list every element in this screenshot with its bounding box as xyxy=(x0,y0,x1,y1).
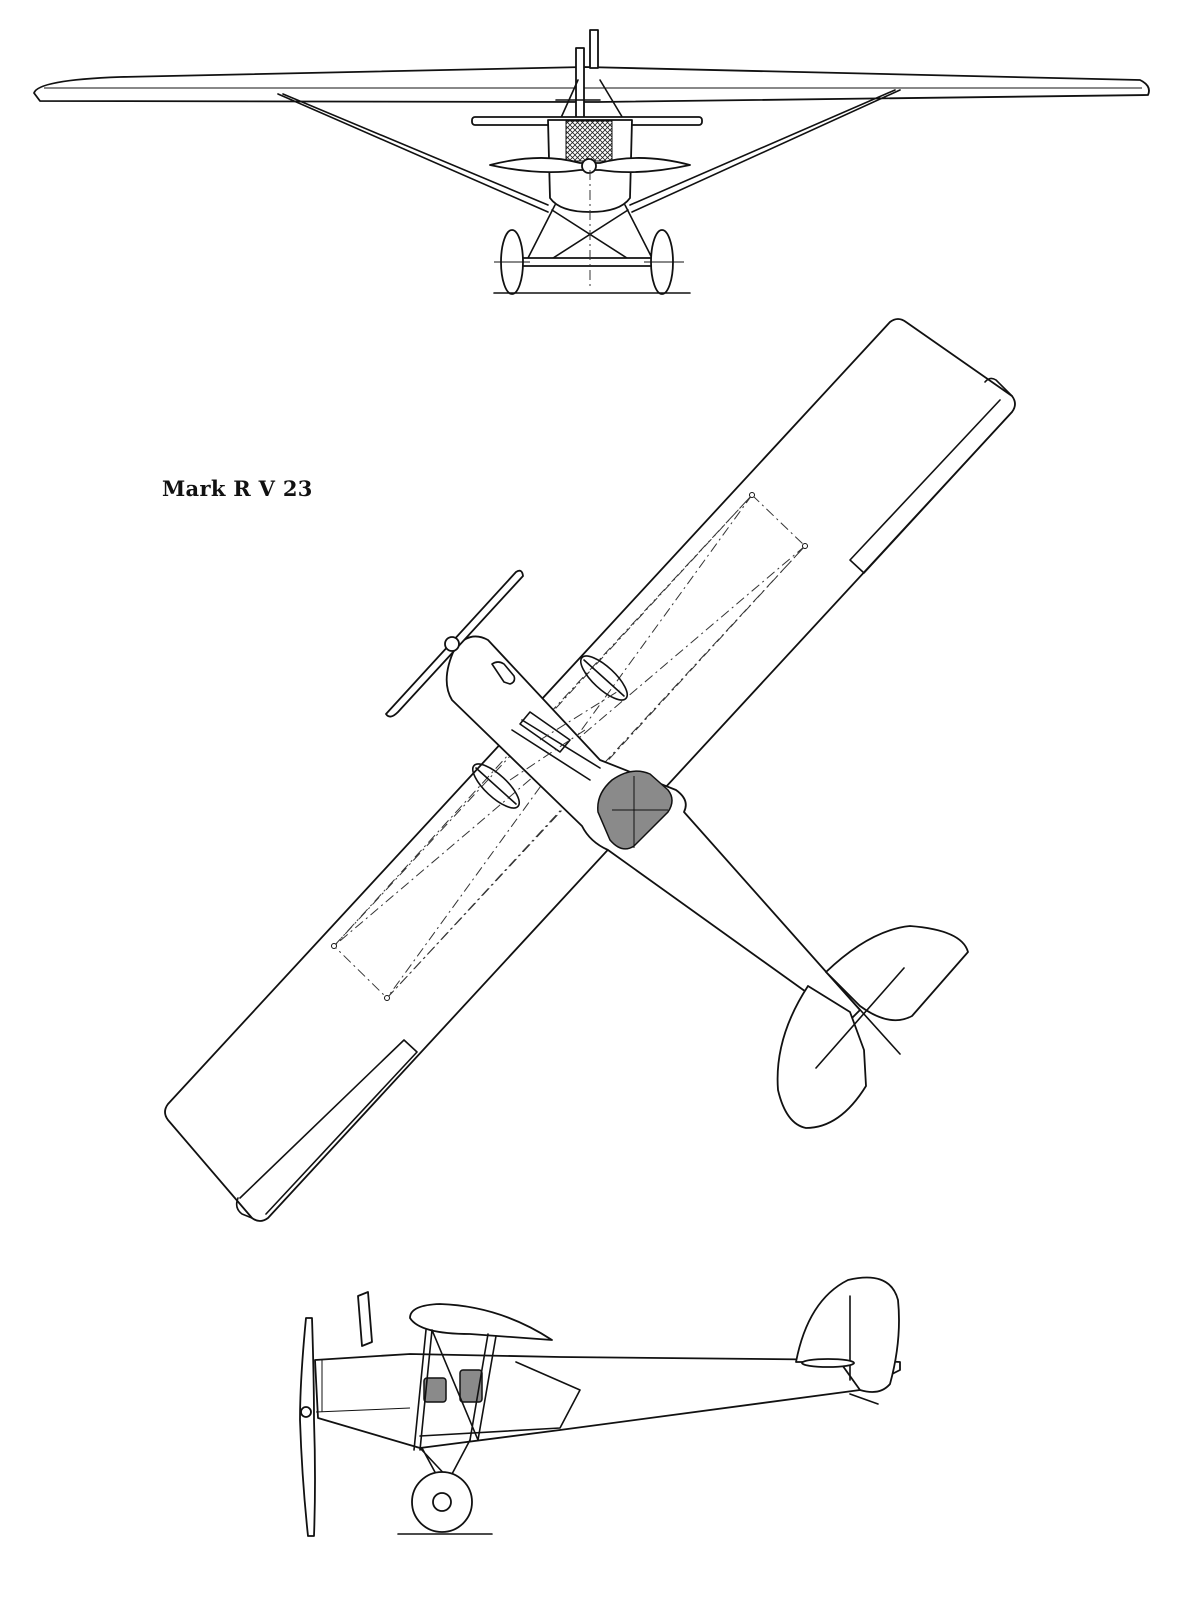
plan-view-gear-right xyxy=(580,655,628,701)
front-view-wing-struts xyxy=(277,89,901,213)
cabin-panel xyxy=(419,1361,581,1437)
aircraft-title: Mark R V 23 xyxy=(162,476,313,501)
aileron-right xyxy=(849,399,1013,574)
radiator-grille xyxy=(565,120,613,162)
aileron-left xyxy=(239,1039,418,1215)
front-view-wing xyxy=(33,66,1150,103)
side-window-front xyxy=(423,1377,447,1403)
side-window-rear xyxy=(459,1369,483,1403)
plan-view-stabilizer-left xyxy=(776,985,867,1129)
plan-view-gear-left xyxy=(472,763,520,809)
side-view-fin xyxy=(795,1276,900,1393)
front-view-rudder xyxy=(589,29,599,69)
plan-view-stabilizer-right xyxy=(825,925,969,1022)
front-view-spinner xyxy=(581,158,597,174)
plan-view-spinner xyxy=(444,636,460,652)
side-view-propeller xyxy=(299,1317,316,1537)
side-view xyxy=(299,1276,901,1537)
side-view-fuselage xyxy=(314,1353,901,1449)
front-view xyxy=(33,29,1150,295)
plan-view xyxy=(164,318,1016,1222)
